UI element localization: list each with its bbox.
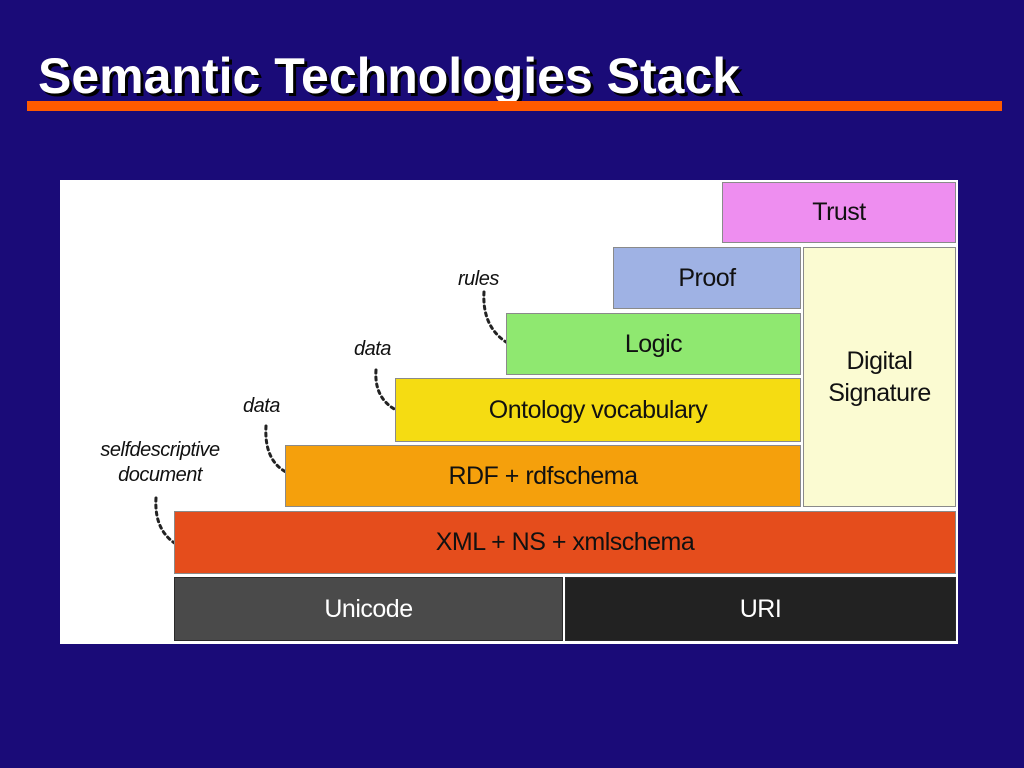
layer-unicode: Unicode: [174, 577, 563, 641]
layer-proof: Proof: [613, 247, 801, 309]
annotation-rules: rules: [458, 268, 499, 290]
title-underline: [27, 101, 1002, 111]
layer-rdf-rdfschema: RDF + rdfschema: [285, 445, 801, 507]
connector-data-lower: [264, 424, 288, 474]
connector-data-upper: [374, 368, 398, 412]
annotation-selfdescriptive-line2: document: [118, 464, 202, 486]
layer-ontology-vocabulary: Ontology vocabulary: [395, 378, 801, 442]
layer-xml-ns-xmlschema: XML + NS + xmlschema: [174, 511, 956, 574]
layer-uri: URI: [565, 577, 956, 641]
layer-digital-signature: Digital Signature: [803, 247, 956, 507]
layer-trust: Trust: [722, 182, 956, 243]
digital-signature-line2: Signature: [828, 379, 931, 407]
annotation-selfdescriptive-document: selfdescriptive document: [80, 438, 240, 488]
annotation-selfdescriptive-line1: selfdescriptive: [100, 439, 220, 461]
annotation-data-upper: data: [354, 338, 391, 360]
layer-logic: Logic: [506, 313, 801, 375]
connector-rules: [482, 290, 508, 344]
semantic-stack-diagram: Trust Proof Digital Signature Logic Onto…: [60, 180, 958, 644]
annotation-data-lower: data: [243, 395, 280, 417]
slide-title: Semantic Technologies Stack: [38, 48, 741, 104]
digital-signature-line1: Digital: [846, 347, 913, 375]
connector-selfdescriptive: [154, 496, 178, 546]
